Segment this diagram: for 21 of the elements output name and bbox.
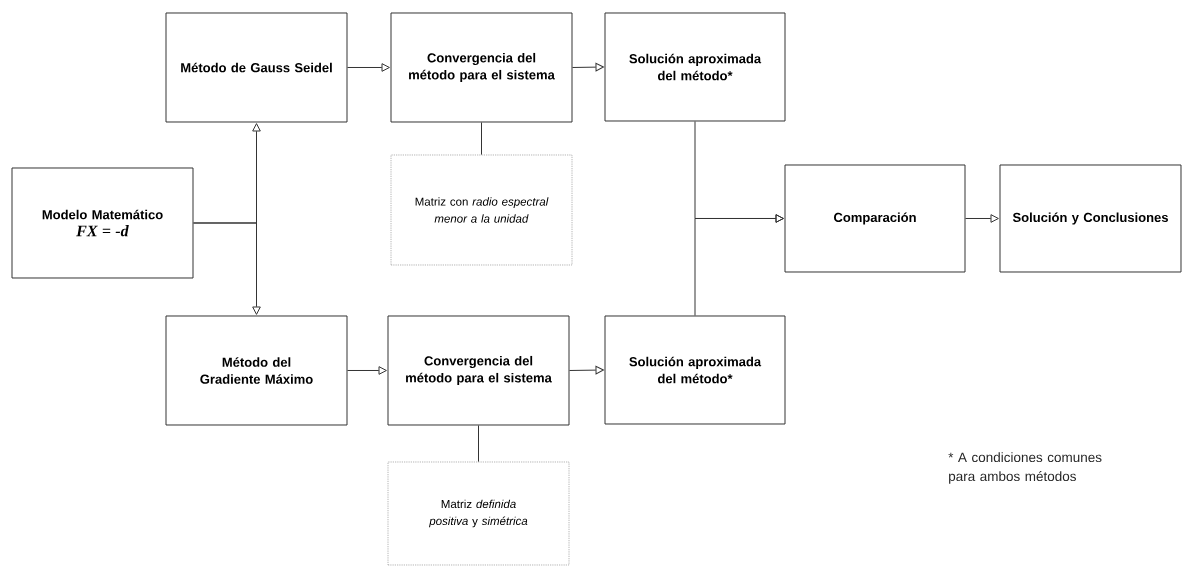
arrow — [965, 214, 999, 223]
process-box: Solución aproximada del método* — [604, 315, 786, 425]
note-box: Matriz con radio espectral menor a la unidad — [390, 154, 573, 266]
process-box: Método del Gradiente Máximo — [165, 315, 348, 426]
arrow — [347, 366, 387, 375]
connector-line — [481, 122, 482, 156]
connector-line — [478, 425, 479, 463]
arrow — [193, 222, 261, 315]
process-box: Convergencia del método para el sistema — [390, 12, 573, 123]
process-box: Solución aproximada del método* — [604, 12, 786, 122]
process-box: Comparación — [784, 164, 966, 273]
arrow — [347, 63, 390, 72]
arrow — [694, 214, 784, 316]
note-box: Matriz definida positiva y simétrica — [387, 461, 570, 566]
process-box: Solución y Conclusiones — [999, 164, 1182, 273]
footnote-text: * A condiciones comunes para ambos métodos — [948, 452, 1102, 484]
process-box: Convergencia del método para el sistema — [387, 315, 570, 426]
process-box: Modelo Matemático FX = -d — [11, 167, 194, 279]
arrow — [569, 365, 604, 375]
process-box: Método de Gauss Seidel — [165, 12, 348, 123]
arrow — [572, 62, 604, 72]
